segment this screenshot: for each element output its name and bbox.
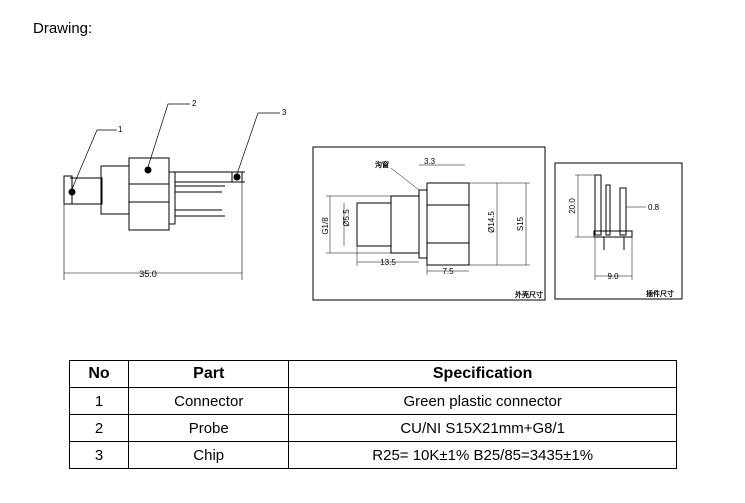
right-view-frame [554,162,683,300]
dim-s15: S15 [516,216,525,231]
row-part: Connector [128,387,290,415]
dim-7-5: 7.5 [442,267,454,276]
table-row: 3 Chip R25= 10K±1% B25/85=3435±1% [68,441,677,469]
dim-g18: G1/8 [321,217,330,235]
row-no: 3 [68,441,130,469]
table-row: 2 Probe CU/NI S15X21mm+G8/1 [68,414,677,442]
groove-label: 沟窗 [375,160,389,169]
dim-14-5: Ø14.5 [487,211,496,233]
row-no: 1 [68,387,130,415]
row-part: Chip [128,441,290,469]
dim-20-0: 20.0 [568,198,577,214]
dim-5-5: Ø5.5 [342,209,351,227]
dim-0-8: 0.8 [648,203,660,212]
header-part: Part [128,360,290,388]
callout-2: 2 [192,99,197,108]
table-row: 1 Connector Green plastic connector [68,387,677,415]
left-view [63,103,280,280]
technical-drawing: 1 2 3 35.0 沟窗 3.3 G1/8 Ø5.5 13.5 7.5 Ø14… [63,99,683,301]
header-no: No [68,360,130,388]
callout-3: 3 [282,108,287,117]
dim-13-5: 13.5 [380,258,396,267]
dim-3-3: 3.3 [424,157,436,166]
row-spec: Green plastic connector [288,387,677,415]
spec-table: No Part Specification 1 Connector Green … [68,360,677,469]
drawing-heading: Drawing: [33,20,93,37]
dim-9-0: 9.0 [607,272,619,281]
length-dimension: 35.0 [139,269,157,279]
housing-caption: 外壳尺寸 [515,290,543,299]
middle-view-frame [312,146,546,301]
row-spec: R25= 10K±1% B25/85=3435±1% [288,441,677,469]
callout-1: 1 [118,125,123,134]
row-no: 2 [68,414,130,442]
table-header-row: No Part Specification [68,360,677,388]
row-spec: CU/NI S15X21mm+G8/1 [288,414,677,442]
header-spec: Specification [288,360,677,388]
plugin-caption: 插件尺寸 [646,289,674,298]
row-part: Probe [128,414,290,442]
